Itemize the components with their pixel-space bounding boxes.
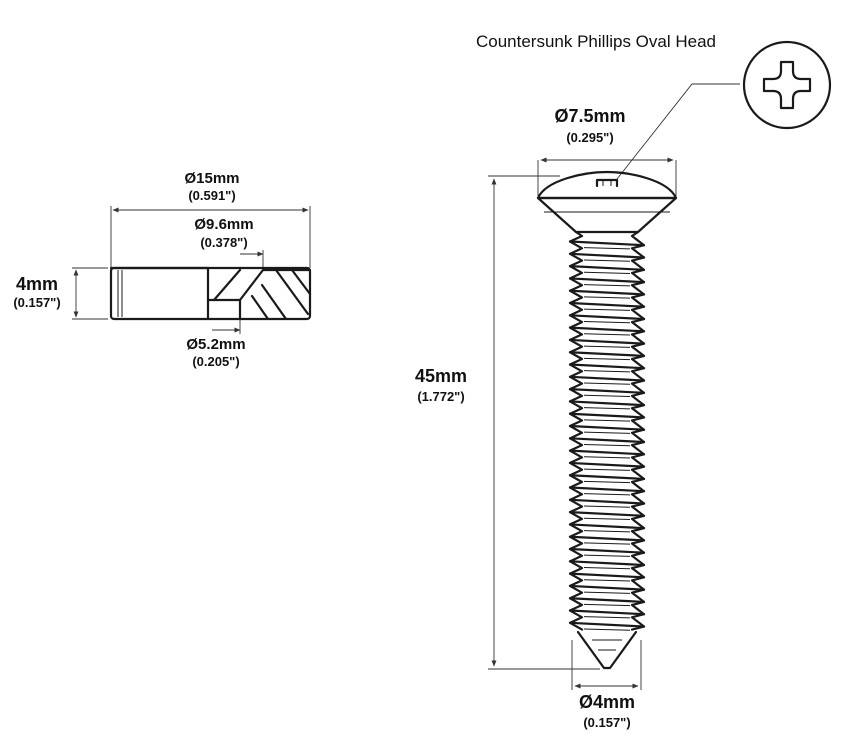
- washer-countersink-diameter-label: Ø9.6mm: [194, 216, 253, 233]
- thread-root: [583, 566, 631, 570]
- thread-root: [583, 345, 631, 348]
- thread-crest: [568, 388, 646, 394]
- length-inch-label: (1.772"): [417, 389, 464, 404]
- thread-root: [583, 480, 631, 484]
- screw-head-countersink: [536, 196, 678, 234]
- thread-root: [583, 308, 631, 311]
- thread-crest: [568, 486, 646, 493]
- screw-tip: [576, 630, 638, 670]
- thread-crest: [568, 277, 646, 284]
- thread-crest: [568, 375, 646, 382]
- thread-crest: [568, 572, 646, 579]
- washer-countersink-diameter-inch-label: (0.378"): [200, 235, 247, 250]
- thread-crest: [568, 474, 646, 481]
- thread-root: [583, 333, 631, 336]
- thread-crest: [568, 363, 646, 370]
- thread-crest: [568, 449, 646, 456]
- thread-crest: [568, 609, 646, 616]
- washer-countersink-profile: [206, 268, 312, 302]
- thread-crest: [568, 523, 646, 530]
- head-detail-leader: [616, 83, 740, 180]
- head-diameter-inch-label: (0.295"): [566, 130, 613, 145]
- thread-crest: [568, 314, 646, 321]
- thread-root: [583, 357, 631, 361]
- thread-root: [583, 616, 631, 619]
- washer-section-hatch: [212, 268, 312, 321]
- thread-crest: [568, 535, 646, 542]
- head-type-caption: Countersunk Phillips Oval Head: [476, 32, 716, 51]
- screw-threads: [568, 230, 646, 631]
- thread-crest: [568, 338, 646, 345]
- length-label: 45mm: [415, 366, 467, 386]
- thread-crest: [568, 252, 646, 259]
- thread-crest: [568, 621, 646, 628]
- thread-root: [583, 603, 631, 607]
- thread-root: [583, 259, 631, 262]
- thread-crest: [568, 511, 646, 517]
- thread-crest: [568, 547, 646, 554]
- thread-root: [583, 542, 631, 545]
- thread-root: [583, 628, 631, 631]
- thread-crest: [568, 289, 646, 296]
- washer-thickness-inch-label: (0.157"): [13, 295, 60, 310]
- thread-root: [583, 296, 631, 299]
- washer-inner-diameter-label: Ø5.2mm: [186, 336, 245, 353]
- thread-root: [583, 320, 631, 324]
- thread-crest: [568, 461, 646, 468]
- thread-crest: [568, 424, 646, 431]
- phillips-recess: [595, 178, 619, 188]
- washer-outer-diameter-inch-label: (0.591"): [188, 188, 235, 203]
- thread-root: [583, 530, 631, 533]
- thread-crest: [568, 240, 646, 247]
- thread-root: [583, 247, 631, 250]
- thread-crest: [568, 400, 646, 407]
- washer-thickness-label: 4mm: [16, 274, 58, 294]
- thread-root: [583, 456, 631, 459]
- thread-crest: [568, 437, 646, 444]
- thread-root: [583, 419, 631, 422]
- shaft-diameter-label: Ø4mm: [579, 692, 635, 712]
- washer-outer-diameter-label: Ø15mm: [184, 170, 239, 187]
- thread-crest: [568, 560, 646, 567]
- thread-root: [583, 591, 631, 594]
- thread-crest: [568, 351, 646, 358]
- screw-head-dome: [536, 170, 678, 200]
- thread-root: [583, 431, 631, 434]
- thread-crest: [568, 412, 646, 419]
- thread-crest: [568, 597, 646, 604]
- thread-root: [583, 554, 631, 557]
- thread-crest: [568, 265, 646, 271]
- thread-root: [583, 284, 631, 287]
- thread-root: [583, 468, 631, 471]
- thread-root: [583, 505, 631, 508]
- washer-drawing: [72, 206, 312, 334]
- thread-crest: [568, 498, 646, 505]
- thread-crest: [568, 326, 646, 333]
- head-diameter-label: Ø7.5mm: [554, 106, 625, 126]
- washer-inner-diameter-inch-label: (0.205"): [192, 354, 239, 369]
- shaft-diameter-inch-label: (0.157"): [583, 715, 630, 730]
- thread-edge-right: [630, 230, 646, 631]
- thread-root: [583, 407, 631, 410]
- screw-drawing: [488, 83, 740, 690]
- thread-root: [583, 382, 631, 385]
- thread-root: [583, 493, 631, 496]
- phillips-cross-icon: [742, 40, 832, 130]
- thread-root: [583, 579, 631, 582]
- thread-root: [583, 517, 631, 521]
- thread-crest: [568, 584, 646, 591]
- thread-root: [583, 394, 631, 398]
- thread-root: [583, 370, 631, 373]
- thread-root: [583, 271, 631, 275]
- thread-crest: [568, 301, 646, 308]
- thread-root: [583, 443, 631, 447]
